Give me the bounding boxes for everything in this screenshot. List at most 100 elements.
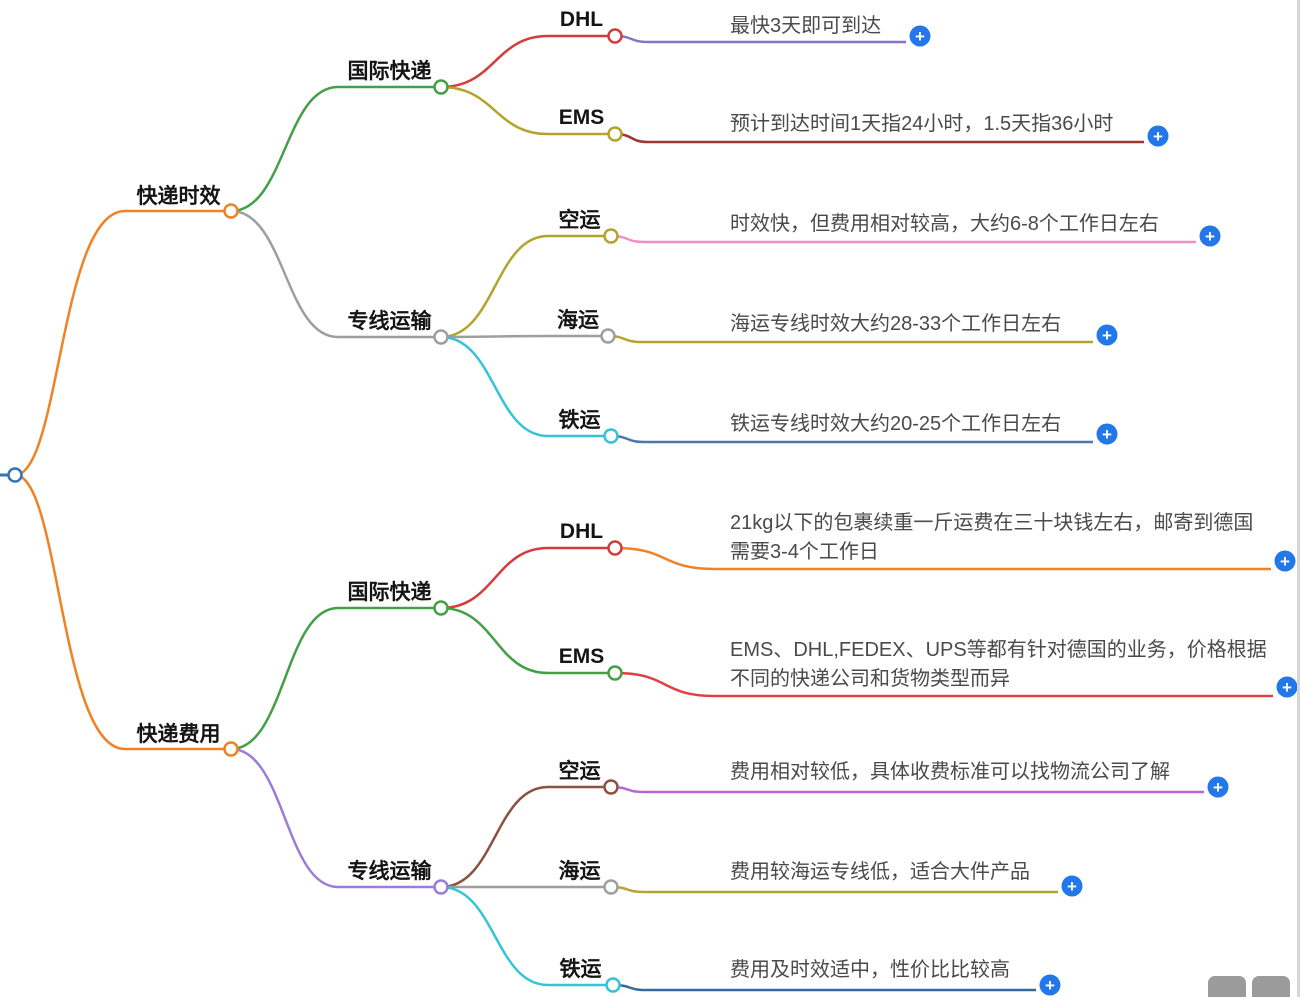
add-node-button[interactable]: + bbox=[1096, 324, 1118, 346]
add-node-button[interactable]: + bbox=[1039, 974, 1061, 996]
node-label-cost-air[interactable]: 空运 bbox=[558, 760, 601, 783]
plus-icon: + bbox=[1213, 778, 1223, 797]
leaf-desc-cost-air[interactable]: 费用相对较低，具体收费标准可以找物流公司了解 bbox=[730, 761, 1170, 783]
add-button-circle bbox=[1199, 225, 1221, 247]
edge-time-line bbox=[230, 209, 339, 339]
add-button-circle bbox=[909, 25, 931, 47]
scrollbar-track[interactable] bbox=[1297, 0, 1300, 997]
node-dots bbox=[7, 28, 623, 993]
plus-icon: + bbox=[1280, 552, 1290, 571]
add-node-button[interactable]: + bbox=[1207, 776, 1229, 798]
leaf-line-cost-air bbox=[610, 785, 1204, 794]
node-label-cost-rail[interactable]: 铁运 bbox=[559, 958, 602, 981]
node-underlines bbox=[125, 34, 615, 987]
add-node-button[interactable]: + bbox=[1096, 423, 1118, 445]
add-node-button[interactable]: + bbox=[1274, 550, 1296, 572]
dot-cost-sea bbox=[603, 879, 619, 895]
plus-icon: + bbox=[1205, 227, 1215, 246]
leaf-line-cost-sea bbox=[610, 885, 1058, 894]
add-button-circle bbox=[1274, 550, 1296, 572]
node-label-express-cost[interactable]: 快递费用 bbox=[136, 723, 221, 746]
dot-time-air bbox=[603, 228, 619, 244]
leaf-desc-cost-dhl[interactable]: 21kg以下的包裹续重一斤运费在三十块钱左右，邮寄到德国需要3-4个工作日 bbox=[730, 512, 1254, 563]
leaf-line-cost-dhl bbox=[614, 546, 1271, 571]
add-button-circle bbox=[1207, 776, 1229, 798]
leaf-desc-time-rail[interactable]: 铁运专线时效大约20-25个工作日左右 bbox=[730, 413, 1062, 435]
leaf-desc-cost-sea[interactable]: 费用较海运专线低，适合大件产品 bbox=[730, 861, 1030, 883]
edge-cost-rail bbox=[440, 885, 549, 987]
node-label-time-ems[interactable]: EMS bbox=[558, 106, 605, 129]
leaf-desc-time-ems[interactable]: 预计到达时间1天指24小时，1.5天指36小时 bbox=[730, 113, 1114, 135]
add-button-circle bbox=[1061, 875, 1083, 897]
edge-cost-line bbox=[230, 747, 339, 889]
node-label-time-dedicated-line[interactable]: 专线运输 bbox=[347, 310, 432, 333]
dot-cost-dhl bbox=[607, 540, 623, 556]
plus-icon: + bbox=[1067, 877, 1077, 896]
edge-root-express-time bbox=[14, 209, 126, 477]
leaf-line-cost-rail bbox=[612, 983, 1036, 992]
dot-time-sea bbox=[600, 328, 616, 344]
add-node-button[interactable]: + bbox=[1147, 125, 1169, 147]
edge-time-intl bbox=[230, 85, 339, 213]
add-node-button[interactable]: + bbox=[1276, 676, 1298, 698]
node-label-time-sea[interactable]: 海运 bbox=[557, 309, 599, 332]
leaf-desc-cost-ems[interactable]: EMS、DHL,FEDEX、UPS等都有针对德国的业务，价格根据不同的快递公司和… bbox=[730, 639, 1267, 690]
node-label-cost-sea[interactable]: 海运 bbox=[558, 860, 601, 883]
add-node-button[interactable]: + bbox=[1199, 225, 1221, 247]
dot-cost-ems bbox=[607, 665, 623, 681]
leaf-desc-time-sea[interactable]: 海运专线时效大约28-33个工作日左右 bbox=[730, 313, 1062, 335]
dot-cost-line bbox=[433, 879, 449, 895]
plus-icon: + bbox=[915, 27, 925, 46]
plus-icon: + bbox=[1282, 678, 1292, 697]
plus-icon: + bbox=[1102, 326, 1112, 345]
add-node-button[interactable]: + bbox=[909, 25, 931, 47]
edge-cost-intl bbox=[230, 606, 339, 751]
node-label-cost-intl-express[interactable]: 国际快递 bbox=[347, 581, 432, 604]
edge-root-express-cost bbox=[14, 473, 126, 751]
edge-time-rail bbox=[440, 335, 549, 438]
add-button-circle bbox=[1147, 125, 1169, 147]
node-label-time-intl-express[interactable]: 国际快递 bbox=[347, 60, 432, 83]
plus-icon: + bbox=[1153, 127, 1163, 146]
dot-time-rail bbox=[603, 428, 619, 444]
edge-cost-dhl bbox=[440, 546, 549, 610]
edge-time-ems bbox=[440, 85, 549, 136]
map-control-button-2[interactable] bbox=[1252, 976, 1290, 997]
edge-time-sea bbox=[440, 334, 549, 339]
dot-time-line bbox=[433, 329, 449, 345]
dot-root bbox=[7, 467, 23, 483]
node-label-cost-ems[interactable]: EMS bbox=[558, 645, 605, 668]
dot-cost-rail bbox=[605, 977, 621, 993]
edge-cost-air bbox=[440, 785, 549, 889]
node-label-cost-dedicated-line[interactable]: 专线运输 bbox=[347, 860, 432, 883]
plus-icon: + bbox=[1102, 425, 1112, 444]
dot-cost-intl bbox=[433, 600, 449, 616]
add-button-circle bbox=[1039, 974, 1061, 996]
map-control-button-1[interactable] bbox=[1208, 976, 1246, 997]
dot-time-ems bbox=[607, 126, 623, 142]
node-label-time-dhl[interactable]: DHL bbox=[559, 8, 604, 31]
edge-time-dhl bbox=[440, 34, 549, 89]
leaf-desc-time-air[interactable]: 时效快，但费用相对较高，大约6-8个工作日左右 bbox=[730, 213, 1159, 235]
node-label-time-rail[interactable]: 铁运 bbox=[558, 409, 601, 432]
dot-time-dhl bbox=[607, 28, 623, 44]
edge-time-air bbox=[440, 234, 549, 339]
leaf-desc-cost-rail[interactable]: 费用及时效适中，性价比比较高 bbox=[730, 959, 1010, 981]
node-label-express-time[interactable]: 快递时效 bbox=[136, 185, 221, 208]
add-node-button[interactable]: + bbox=[1061, 875, 1083, 897]
node-label-cost-dhl[interactable]: DHL bbox=[559, 520, 604, 543]
node-label-time-air[interactable]: 空运 bbox=[558, 209, 601, 232]
add-buttons: + + + + + + + bbox=[909, 25, 1298, 996]
dot-cost-air bbox=[603, 779, 619, 795]
dot-express-cost bbox=[223, 741, 239, 757]
dot-time-intl bbox=[433, 79, 449, 95]
edge-cost-ems bbox=[440, 606, 549, 675]
plus-icon: + bbox=[1045, 976, 1055, 995]
add-button-circle bbox=[1096, 423, 1118, 445]
leaf-desc-time-dhl[interactable]: 最快3天即可到达 bbox=[730, 15, 882, 37]
leaf-line-cost-ems bbox=[614, 671, 1273, 698]
dot-express-time bbox=[223, 203, 239, 219]
add-button-circle bbox=[1096, 324, 1118, 346]
